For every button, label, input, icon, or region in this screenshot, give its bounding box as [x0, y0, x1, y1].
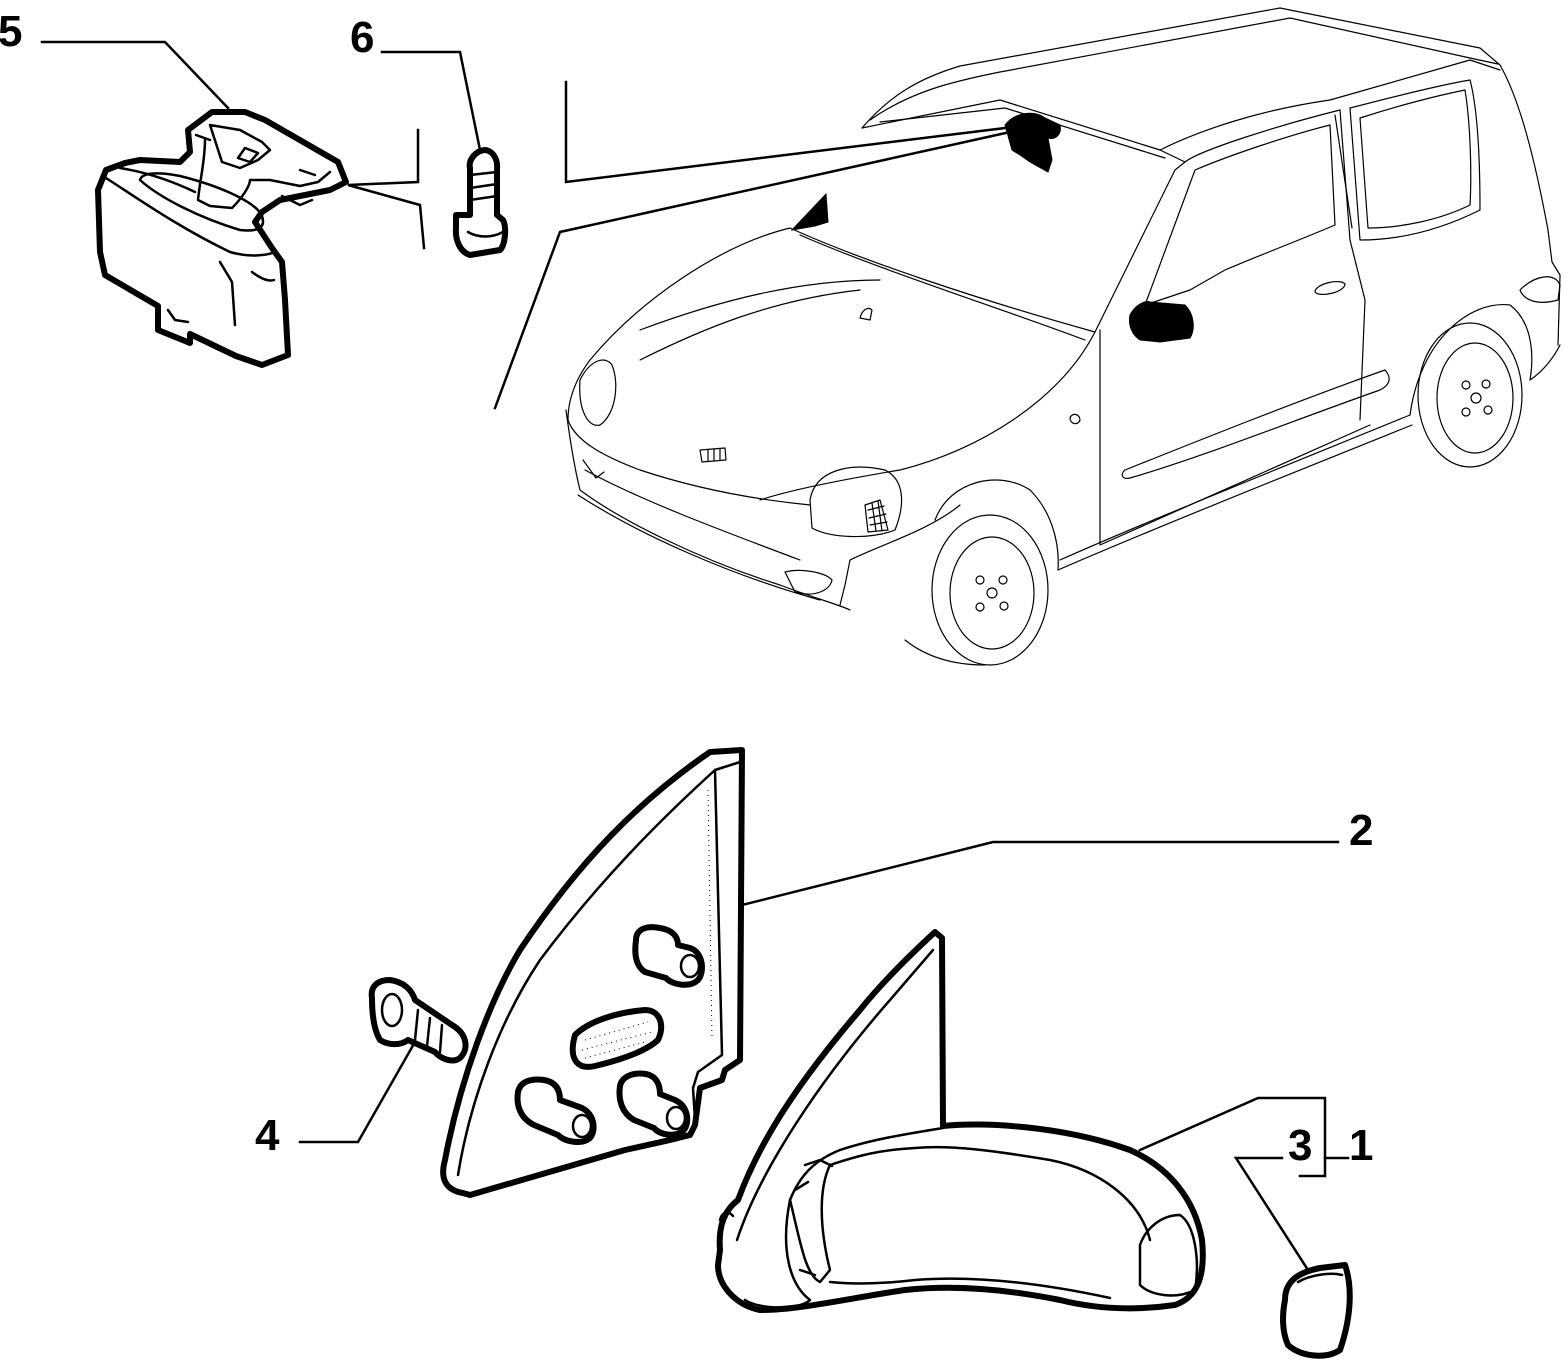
car-leader-lines — [493, 80, 1012, 410]
callout-4-leader — [298, 1040, 417, 1144]
part-1-exterior-mirror-assembly — [715, 929, 1206, 1313]
part-5-interior-rear-view-mirror — [95, 109, 349, 368]
part-4-bolt — [368, 977, 469, 1064]
callout-3-leader — [1233, 1156, 1310, 1272]
part-3-mirror-cap — [1280, 1262, 1353, 1359]
callout-1: 1 — [1349, 1121, 1373, 1170]
callout-1-leader — [1138, 1096, 1327, 1178]
callout-5-leader — [40, 40, 230, 110]
callout-5: 5 — [0, 7, 22, 56]
part-2-mirror-mounting-plate — [440, 747, 745, 1198]
callout-3: 3 — [1288, 1121, 1312, 1170]
callout-2: 2 — [1349, 806, 1373, 855]
callout-4: 4 — [255, 1111, 280, 1160]
callout-6-leader — [380, 50, 482, 152]
car-illustration — [565, 7, 1561, 666]
part-6-screw — [452, 147, 509, 258]
bracket-5-6 — [347, 128, 426, 250]
callout-2-leader — [740, 840, 1340, 907]
callout-6: 6 — [350, 13, 374, 62]
